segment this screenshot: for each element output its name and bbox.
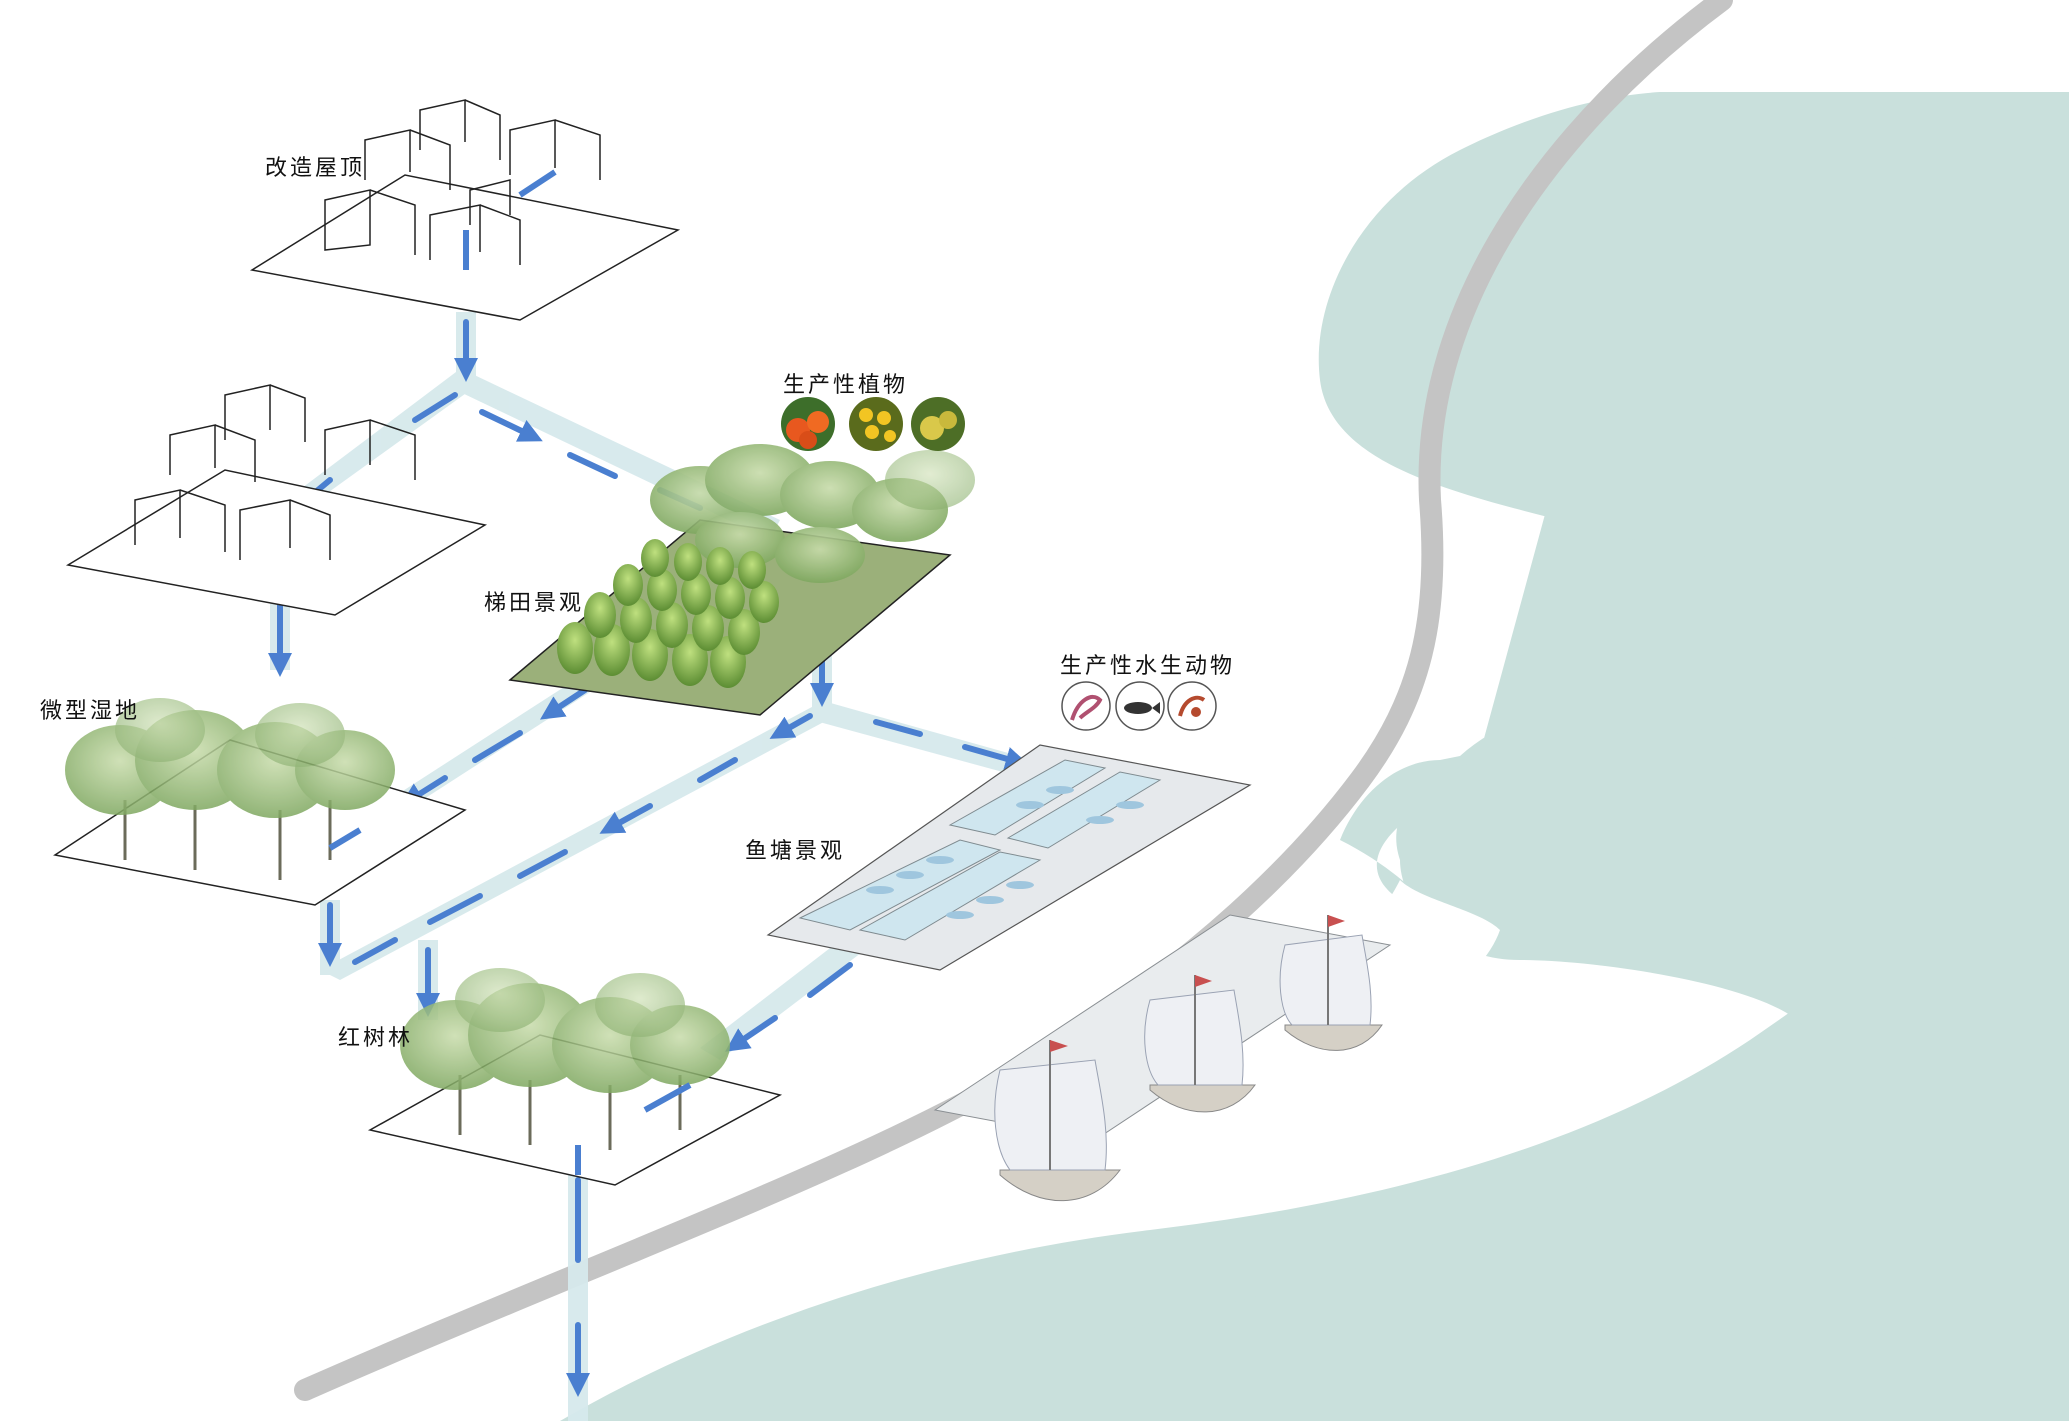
mangrove-trees (400, 968, 730, 1150)
orange-fruit-icon (781, 397, 835, 451)
roof-platform-second (65, 384, 488, 616)
label-productive-plants: 生产性植物 (783, 373, 908, 398)
productive-aquatic-icons (1061, 681, 1217, 731)
sailboat-2 (1144, 975, 1256, 1113)
label-roof: 改造屋顶 (265, 156, 365, 181)
water-lower-lobe (700, 729, 2069, 1421)
label-terraced-fields: 梯田景观 (484, 591, 584, 616)
sunflower-field-icon (849, 397, 903, 451)
crab-icon (1167, 681, 1217, 731)
shrub-rows (557, 539, 779, 688)
wind-scoops-top (324, 99, 601, 265)
fish-pond-platform (766, 744, 1252, 971)
wetland-trees (65, 698, 395, 880)
mangrove-platform (367, 968, 783, 1186)
fish-shapes (866, 786, 1144, 919)
fish-icon (1115, 681, 1165, 731)
sailboats (994, 915, 1383, 1202)
roof-platform-top (249, 99, 681, 321)
pond-cells (798, 759, 1162, 941)
terraced-field-platform (508, 444, 975, 716)
micro-wetland-platform (53, 698, 467, 906)
shrimp-icon (1061, 681, 1111, 731)
label-fish-pond: 鱼塘景观 (745, 839, 845, 864)
label-mangrove: 红树林 (338, 1026, 413, 1051)
productive-plant-icons (781, 397, 965, 451)
sea-wall (294, 0, 1733, 1401)
pomelo-fruit-icon (911, 397, 965, 451)
sailboat-3 (1279, 915, 1383, 1051)
label-micro-wetland: 微型湿地 (40, 699, 140, 724)
sailboat-1 (994, 1040, 1122, 1202)
label-productive-aquatic: 生产性水生动物 (1060, 654, 1235, 679)
shore-land (650, 880, 1500, 1270)
